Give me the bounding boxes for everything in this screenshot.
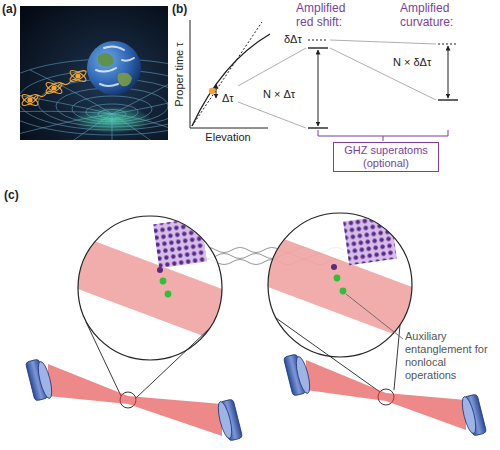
panel-label: (a) [2, 2, 17, 16]
section-title: Amplified red shift: [296, 1, 366, 29]
panel-label: (b) [172, 2, 187, 16]
interval-label: N × Δτ [262, 88, 296, 101]
atom-chain [20, 68, 87, 107]
cavity-setup [25, 213, 486, 441]
axis-label: Proper time τ [172, 42, 185, 106]
interval-label: N × δΔτ [392, 56, 432, 69]
spacetime-picture [20, 6, 168, 140]
section-title: Amplified curvature: [400, 1, 480, 29]
redshift-plot [190, 20, 458, 141]
callout-note: Auxiliary entanglement for nonlocal oper… [405, 330, 497, 382]
axis-label: Elevation [205, 131, 250, 144]
interval-label: δΔτ [284, 33, 302, 46]
panel-label: (c) [4, 188, 19, 202]
bracket-label: GHZ superatoms (optional) [333, 142, 439, 172]
interval-label: Δτ [221, 92, 235, 105]
